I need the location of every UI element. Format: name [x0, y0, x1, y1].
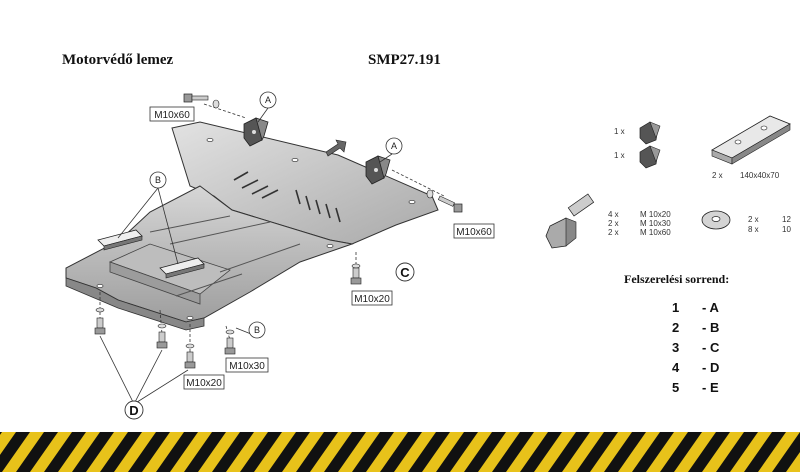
hazard-stripe	[492, 432, 534, 472]
hazard-stripe	[352, 432, 394, 472]
hazard-stripe	[240, 432, 282, 472]
parts-washer-icon	[701, 210, 731, 230]
hazard-stripe	[324, 432, 366, 472]
label-center: M10x20	[351, 290, 393, 306]
bolt-right	[426, 189, 463, 213]
hazard-stripe	[744, 432, 786, 472]
hazard-stripe	[100, 432, 142, 472]
hazard-stripe	[632, 432, 674, 472]
hazard-stripe	[548, 432, 590, 472]
svg-text:140x40x70: 140x40x70	[740, 171, 780, 180]
svg-text:D: D	[129, 403, 138, 418]
bolt-center	[350, 263, 362, 285]
order-step: 4- D	[672, 360, 720, 375]
label-bottom-mid: M10x30	[225, 357, 269, 373]
part-title: Motorvédő lemez	[62, 52, 174, 68]
parts-bolt-list: 4 x M 10x20 2 x M 10x30 2 x M 10x60	[608, 210, 671, 237]
callout-c: C	[395, 262, 415, 282]
hazard-stripe	[128, 432, 170, 472]
direction-arrow	[325, 139, 347, 157]
callout-d: D	[124, 400, 144, 420]
order-step: 5- E	[672, 380, 719, 395]
order-step: 2- B	[672, 320, 720, 335]
parts-bolt-icon	[545, 193, 595, 249]
svg-text:M 10x20: M 10x20	[640, 210, 671, 219]
hazard-stripe	[436, 432, 478, 472]
hazard-stripe	[72, 432, 114, 472]
bracket-a-top	[243, 117, 269, 147]
hazard-stripe	[156, 432, 198, 472]
bolt-bottom-center	[184, 343, 196, 369]
svg-text:2 x: 2 x	[608, 219, 619, 228]
svg-text:2 x: 2 x	[712, 171, 723, 180]
svg-text:B: B	[254, 325, 260, 335]
hazard-stripe	[604, 432, 646, 472]
svg-text:A: A	[391, 141, 397, 151]
svg-text:1 x: 1 x	[614, 127, 625, 136]
callout-b-bottom: B	[248, 321, 266, 339]
hazard-stripe	[688, 432, 730, 472]
hazard-stripe	[380, 432, 422, 472]
svg-text:A: A	[265, 95, 271, 105]
svg-text:1 x: 1 x	[614, 151, 625, 160]
hazard-stripe-border	[0, 432, 800, 472]
svg-text:M10x30: M10x30	[229, 361, 265, 372]
parts-plate: 2 x 140x40x70	[711, 115, 791, 180]
part-code: SMP27.191	[368, 52, 441, 68]
hazard-stripe	[716, 432, 758, 472]
plate-b-left	[97, 229, 143, 251]
svg-text:12: 12	[782, 215, 791, 224]
callout-b-left: B	[149, 171, 167, 189]
hazard-stripe	[296, 432, 338, 472]
hazard-stripe	[16, 432, 58, 472]
svg-text:C: C	[400, 265, 410, 280]
bolt-bottom-left	[94, 307, 106, 335]
svg-text:M10x20: M10x20	[186, 378, 222, 389]
parts-bracket-2: 1 x	[614, 145, 661, 169]
svg-text:8 x: 8 x	[748, 225, 759, 234]
bolt-bottom-right	[224, 329, 236, 355]
label-bottom-left: M10x20	[183, 374, 225, 390]
plate-b-right	[159, 257, 205, 279]
svg-text:4 x: 4 x	[608, 210, 619, 219]
hazard-stripe	[520, 432, 562, 472]
hazard-stripe	[0, 432, 30, 472]
svg-text:2 x: 2 x	[608, 228, 619, 237]
order-step: 1- A	[672, 300, 719, 315]
svg-text:M 10x30: M 10x30	[640, 219, 671, 228]
label-right: M10x60	[453, 223, 495, 239]
bolt-bottom-mid-left	[156, 323, 168, 349]
svg-text:M 10x60: M 10x60	[640, 228, 671, 237]
hazard-stripe	[44, 432, 86, 472]
assembly-diagram: M10x60 M10x60 M10x20 M10x20 M10x30 A A B	[65, 91, 791, 420]
callout-a-top: A	[259, 91, 277, 109]
svg-text:B: B	[155, 175, 161, 185]
hazard-stripe	[660, 432, 702, 472]
hazard-stripe	[212, 432, 254, 472]
svg-text:M10x20: M10x20	[354, 294, 390, 305]
callout-a-right: A	[385, 137, 403, 155]
svg-text:10: 10	[782, 225, 791, 234]
svg-text:M10x60: M10x60	[456, 227, 492, 238]
parts-washer-list: 2 x 12 8 x 10	[748, 215, 791, 234]
parts-bracket-1: 1 x	[614, 121, 661, 145]
order-title: Felszerelési sorrend:	[624, 272, 730, 286]
hazard-stripe	[268, 432, 310, 472]
hazard-stripe	[184, 432, 226, 472]
bolt-top-left	[183, 93, 220, 109]
hazard-stripe	[772, 432, 800, 472]
hazard-stripe	[464, 432, 506, 472]
label-top-left: M10x60	[149, 106, 195, 122]
hazard-stripe	[576, 432, 618, 472]
order-step: 3- C	[672, 340, 720, 355]
hazard-stripe	[408, 432, 450, 472]
svg-text:M10x60: M10x60	[154, 110, 190, 121]
svg-text:2 x: 2 x	[748, 215, 759, 224]
hazard-stripes	[0, 432, 800, 472]
